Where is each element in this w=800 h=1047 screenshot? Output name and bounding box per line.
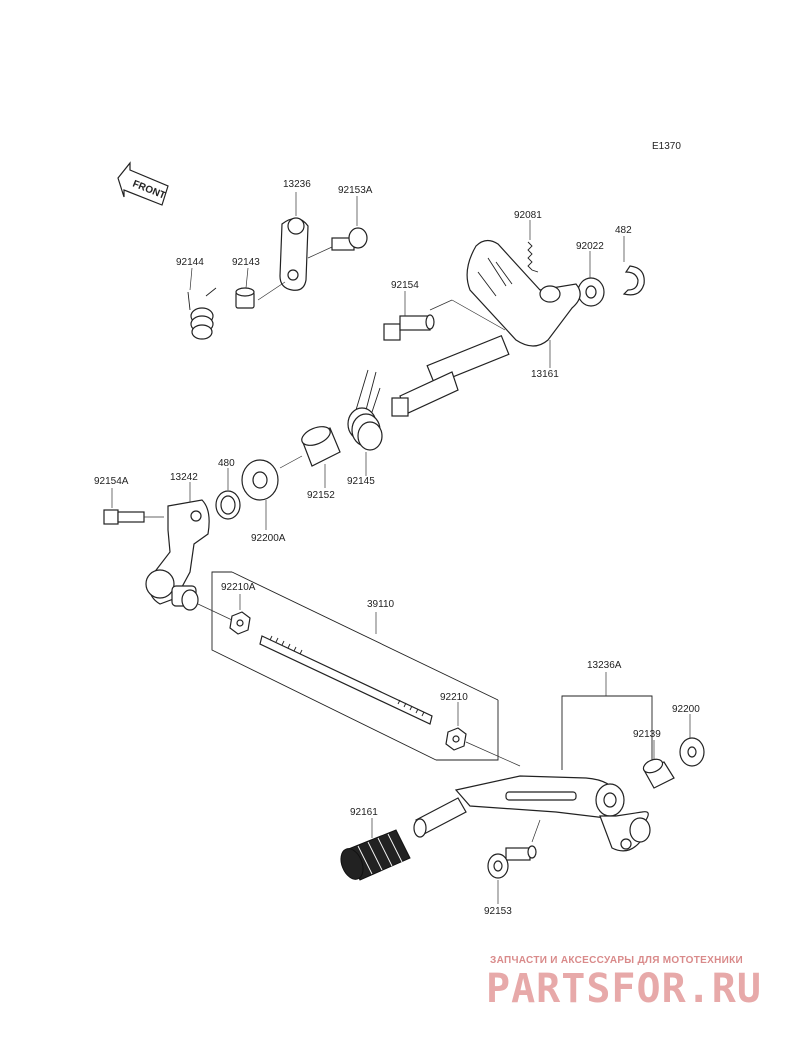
label-13236: 13236 (283, 179, 311, 190)
part-92200A-washer (241, 459, 279, 501)
label-92200A: 92200A (251, 533, 286, 544)
label-92139: 92139 (633, 729, 661, 740)
part-480-circlip (215, 490, 241, 520)
part-13161-shift-shaft (391, 239, 581, 417)
label-92153: 92153 (484, 906, 512, 917)
part-482-circlip (622, 265, 645, 296)
part-92143-collar (235, 287, 255, 309)
part-92139-bushing (642, 758, 675, 789)
part-13242-shift-lever (145, 499, 210, 611)
part-92022-washer (577, 277, 605, 307)
part-92161-rubber (340, 829, 411, 881)
part-92210A-nut (229, 611, 251, 635)
part-92081-spring (527, 241, 539, 273)
label-92154: 92154 (391, 280, 419, 291)
part-39110-bracket (211, 571, 499, 761)
front-arrow-icon: FRONT (117, 161, 169, 206)
part-92154A-bolt (103, 509, 145, 525)
label-13236A: 13236A (587, 660, 622, 671)
label-13161: 13161 (531, 369, 559, 380)
part-92210-nut (445, 727, 467, 751)
label-482: 482 (615, 225, 632, 236)
label-92145: 92145 (347, 476, 375, 487)
label-92210A: 92210A (221, 582, 256, 593)
label-92143: 92143 (232, 257, 260, 268)
label-92210: 92210 (440, 692, 468, 703)
diagram-code: E1370 (652, 141, 681, 152)
label-92200: 92200 (672, 704, 700, 715)
part-92200-washer (679, 737, 705, 767)
part-92153-bolt (487, 845, 537, 879)
label-92144: 92144 (176, 257, 204, 268)
part-92154-bolt (383, 314, 435, 341)
label-92154A: 92154A (94, 476, 129, 487)
label-92081: 92081 (514, 210, 542, 221)
label-92153A: 92153A (338, 185, 373, 196)
label-92161: 92161 (350, 807, 378, 818)
label-13242: 13242 (170, 472, 198, 483)
label-39110: 39110 (367, 599, 395, 610)
watermark-tagline: ЗАПЧАСТИ И АКСЕССУАРЫ ДЛЯ МОТОТЕХНИКИ (490, 955, 743, 966)
watermark-brand: PARTSFOR.RU (486, 966, 762, 1012)
label-92152: 92152 (307, 490, 335, 501)
part-92153A-bolt (331, 227, 368, 251)
part-tie-rod (259, 635, 433, 725)
part-13236-lever (279, 217, 309, 291)
part-92152-collar (301, 426, 341, 467)
part-13236A-pedal (413, 695, 653, 852)
label-480: 480 (218, 458, 235, 469)
part-92144-spring (187, 287, 217, 340)
part-92145-return-spring (347, 369, 383, 451)
watermark: ЗАПЧАСТИ И АКСЕССУАРЫ ДЛЯ МОТОТЕХНИКИ PA… (486, 955, 762, 1012)
label-92022: 92022 (576, 241, 604, 252)
